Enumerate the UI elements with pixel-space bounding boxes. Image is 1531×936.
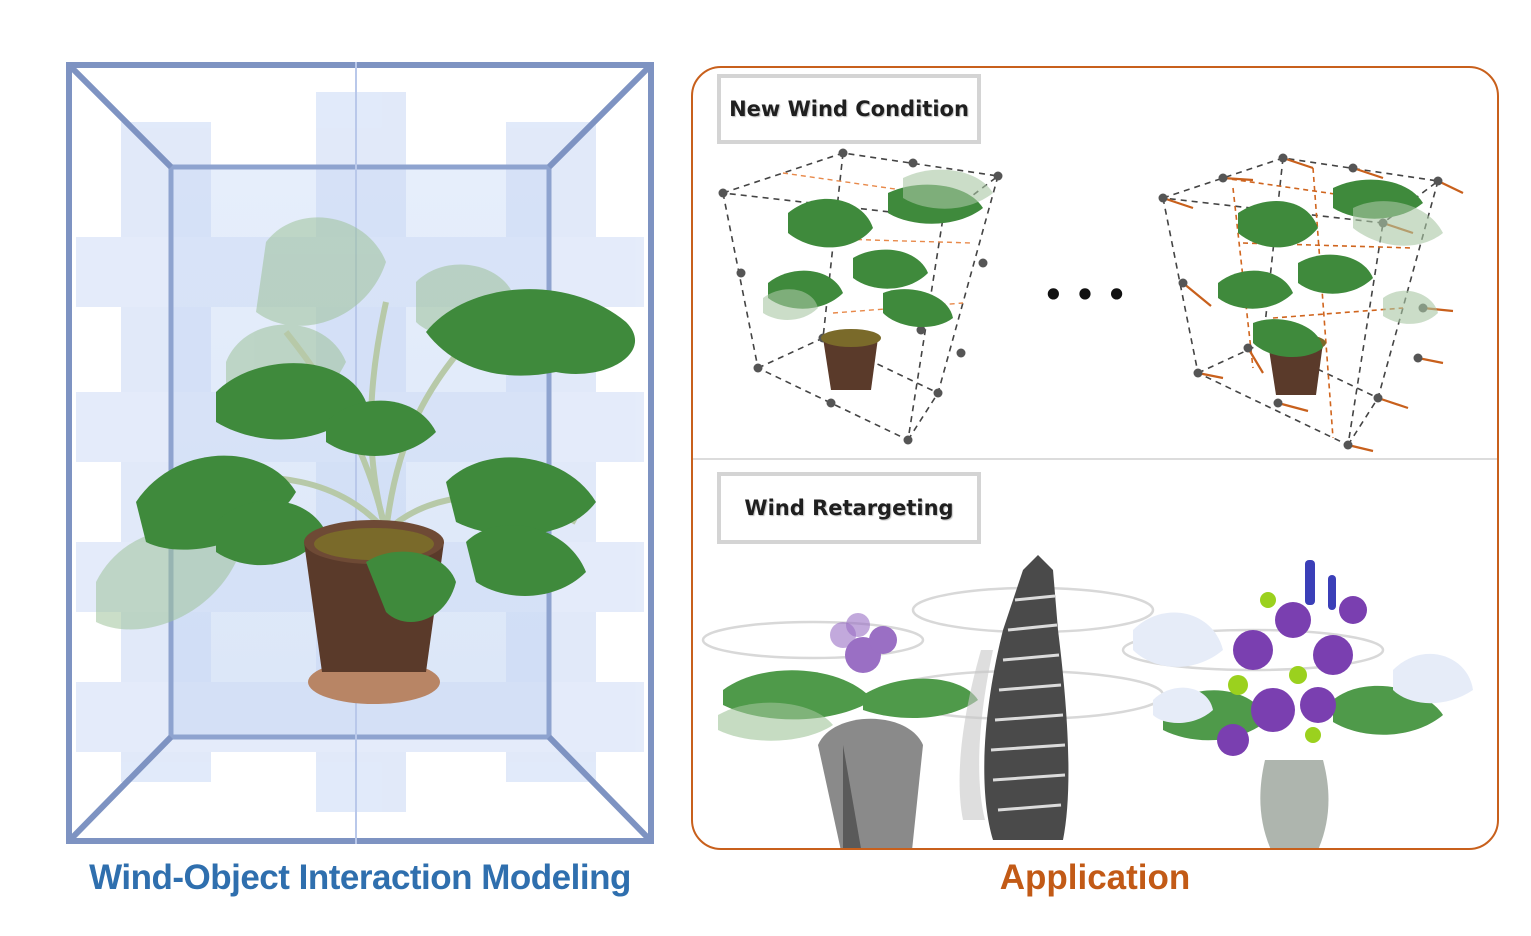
wind-retargeting-scene (693, 460, 1497, 848)
plant-right (1218, 179, 1443, 395)
flower-pot (304, 520, 456, 704)
application-panel: • • • (691, 66, 1499, 850)
striped-sculpture (959, 555, 1069, 840)
right-caption: Application (999, 858, 1191, 897)
outer-frame (66, 62, 654, 844)
flower-bouquet (1133, 560, 1473, 848)
plant-left (763, 169, 993, 390)
wind-retargeting-label: Wind Retargeting (717, 472, 981, 544)
ellipsis-text: • • • (1043, 276, 1127, 314)
wind-cube-illustration: • • • (718, 148, 1464, 453)
plant-leaves (136, 289, 636, 596)
retargeting-illustration (701, 555, 1473, 848)
vase-flowers-left (718, 613, 978, 848)
inner-frame (168, 164, 552, 740)
wind-grid-illustration (66, 62, 654, 844)
section-divider (693, 458, 1497, 460)
left-caption: Wind-Object Interaction Modeling (89, 858, 631, 897)
new-wind-condition-label: New Wind Condition (717, 74, 981, 144)
wind-grid-panel (66, 62, 654, 844)
new-wind-scene: • • • (693, 68, 1497, 458)
